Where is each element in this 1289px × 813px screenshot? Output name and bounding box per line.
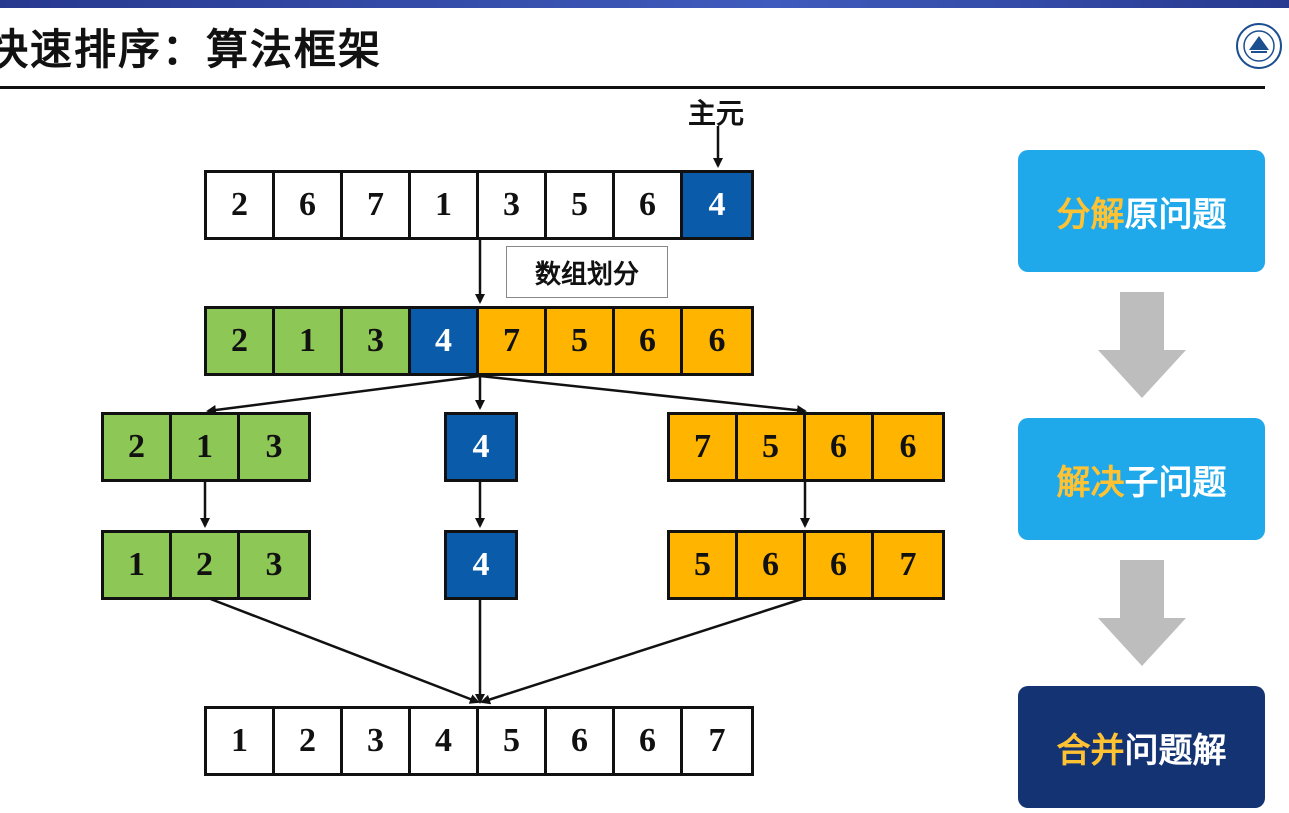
- array-cell: 5: [670, 533, 738, 597]
- connector-arrows: [200, 126, 810, 705]
- array-cell: 1: [275, 309, 343, 373]
- slide-title: 快速排序：算法框架: [0, 25, 383, 74]
- partition-label: 数组划分: [506, 246, 668, 298]
- pivot-label: 主元: [688, 97, 745, 130]
- array-cell: 6: [683, 309, 751, 373]
- array-cell: 5: [479, 709, 547, 773]
- split-right-arrow: [479, 374, 807, 416]
- array-cell: 2: [275, 709, 343, 773]
- array-cell: 1: [172, 415, 240, 479]
- merge-right-arrow: [480, 596, 806, 705]
- array-cell: 6: [615, 173, 683, 237]
- array-cell: 1: [207, 709, 275, 773]
- array-cell: 6: [738, 533, 806, 597]
- array-cell: 2: [172, 533, 240, 597]
- array-cell: 2: [104, 415, 172, 479]
- array-cell: 7: [670, 415, 738, 479]
- step-conquer-highlight: 解决: [1056, 462, 1125, 503]
- step-combine: 合并问题解: [1018, 686, 1265, 808]
- array-cell: 4: [447, 533, 515, 597]
- array-cell: 4: [411, 709, 479, 773]
- flow-down-arrow-icon: [1098, 292, 1186, 398]
- title-underline: [0, 86, 1265, 89]
- university-logo-icon: [1236, 23, 1282, 69]
- step-conquer: 解决子问题: [1018, 418, 1265, 540]
- array-cell: 2: [207, 173, 275, 237]
- array-cell: 6: [806, 415, 874, 479]
- array-cell: 3: [240, 415, 308, 479]
- array-cell: 4: [411, 309, 479, 373]
- array-cell: 6: [806, 533, 874, 597]
- array-cell: 4: [683, 173, 751, 237]
- top-accent-bar: [0, 0, 1289, 8]
- array-cell: 3: [343, 309, 411, 373]
- step-combine-highlight: 合并: [1056, 730, 1125, 771]
- array-cell: 6: [615, 309, 683, 373]
- array-cell: 5: [547, 173, 615, 237]
- array-cell: 7: [683, 709, 751, 773]
- array-cell: 1: [104, 533, 172, 597]
- array-cell: 7: [479, 309, 547, 373]
- array-cell: 2: [207, 309, 275, 373]
- array-cell: 6: [874, 415, 942, 479]
- step-divide: 分解原问题: [1018, 150, 1265, 272]
- flow-down-arrow-icon: [1098, 560, 1186, 666]
- array-cell: 4: [447, 415, 515, 479]
- array-cell: 5: [738, 415, 806, 479]
- step-divide-text: 原问题: [1124, 194, 1227, 235]
- step-divide-highlight: 分解: [1056, 194, 1125, 235]
- array-cell: 3: [240, 533, 308, 597]
- pivot-subarray: 4: [444, 412, 518, 482]
- array-cell: 1: [411, 173, 479, 237]
- array-cell: 3: [343, 709, 411, 773]
- array-cell: 6: [275, 173, 343, 237]
- step-conquer-text: 子问题: [1124, 462, 1227, 503]
- array-cell: 7: [874, 533, 942, 597]
- array-cell: 6: [547, 709, 615, 773]
- split-left-arrow: [206, 374, 481, 415]
- array-cell: 6: [615, 709, 683, 773]
- array-cell: 3: [479, 173, 547, 237]
- step-combine-text: 问题解: [1124, 730, 1227, 771]
- array-cell: 7: [343, 173, 411, 237]
- merge-left-arrow: [207, 596, 480, 704]
- array-cell: 5: [547, 309, 615, 373]
